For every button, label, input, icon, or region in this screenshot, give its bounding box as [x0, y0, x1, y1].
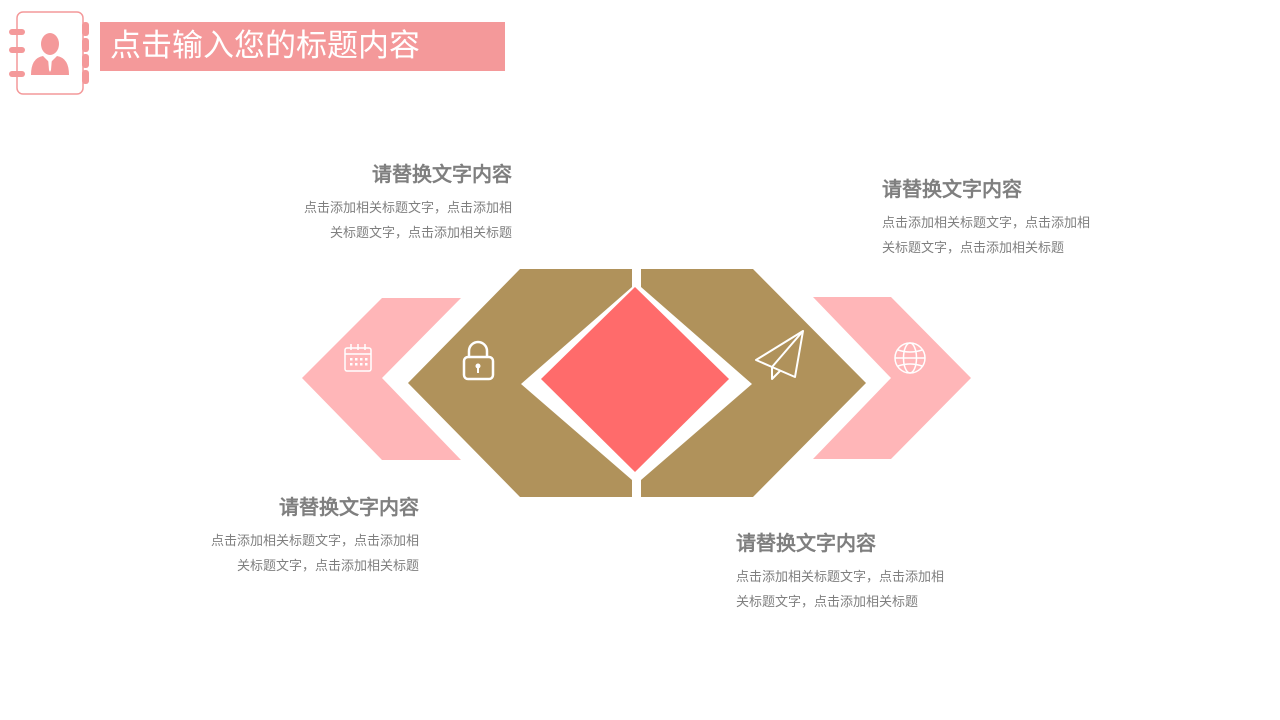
globe-icon — [894, 342, 926, 374]
block-heading: 请替换文字内容 — [279, 495, 419, 519]
block-body-line-2: 关标题文字，点击添加相关标题 — [882, 241, 1065, 256]
block-body-line-2: 关标题文字，点击添加相关标题 — [329, 226, 512, 241]
left-half-hexagon — [408, 269, 632, 497]
block-body-line-2: 关标题文字，点击添加相关标题 — [736, 595, 919, 610]
text-block-bottom-right: 请替换文字内容 点击添加相关标题文字，点击添加相 关标题文字，点击添加相关标题 — [736, 529, 1066, 615]
contact-book-person-icon — [9, 11, 89, 95]
lock-icon — [462, 340, 495, 381]
block-heading: 请替换文字内容 — [736, 531, 876, 555]
block-body-line-2: 关标题文字，点击添加相关标题 — [236, 559, 419, 574]
block-heading: 请替换文字内容 — [372, 162, 512, 186]
block-body-line-1: 点击添加相关标题文字，点击添加相 — [210, 534, 419, 549]
block-body-line-1: 点击添加相关标题文字，点击添加相 — [303, 201, 512, 216]
block-body-line-1: 点击添加相关标题文字，点击添加相 — [882, 216, 1091, 231]
right-chevron — [813, 297, 971, 459]
calendar-icon — [344, 344, 372, 372]
block-body-line-1: 点击添加相关标题文字，点击添加相 — [736, 570, 945, 585]
page-title-text: 点击输入您的标题内容 — [110, 28, 420, 64]
center-diamond — [541, 287, 729, 472]
text-block-top-right: 请替换文字内容 点击添加相关标题文字，点击添加相 关标题文字，点击添加相关标题 — [882, 175, 1212, 261]
text-block-top-left: 请替换文字内容 点击添加相关标题文字，点击添加相 关标题文字，点击添加相关标题 — [182, 160, 512, 246]
right-half-hexagon — [641, 269, 866, 497]
text-block-bottom-left: 请替换文字内容 点击添加相关标题文字，点击添加相 关标题文字，点击添加相关标题 — [89, 493, 419, 579]
left-chevron — [302, 298, 461, 460]
paper-plane-icon — [755, 330, 804, 380]
block-heading: 请替换文字内容 — [882, 177, 1022, 201]
page-title: 点击输入您的标题内容 — [100, 22, 505, 71]
